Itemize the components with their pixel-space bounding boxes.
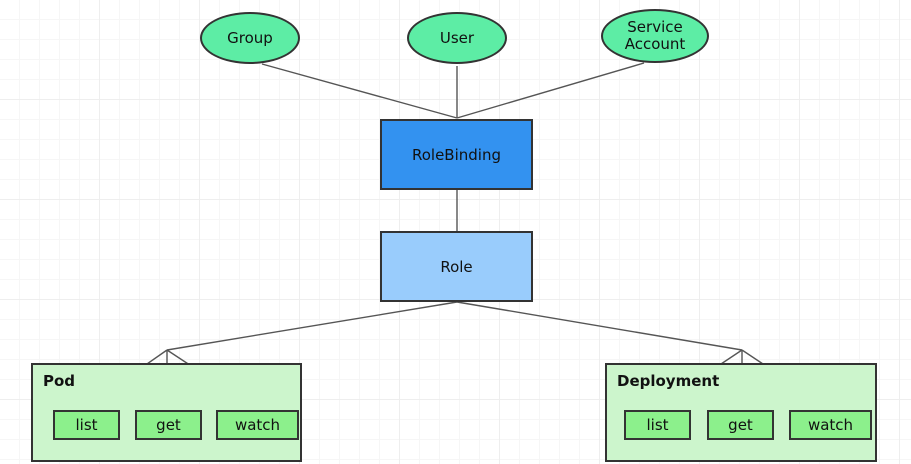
resource-group-deployment-title: Deployment	[617, 372, 720, 390]
verb-deployment-list[interactable]: list	[624, 410, 691, 440]
verb-pod-list-label: list	[75, 416, 98, 434]
resource-group-pod[interactable]: Pod list get watch	[31, 363, 302, 462]
node-rolebinding-label: RoleBinding	[411, 145, 501, 164]
verb-deployment-watch[interactable]: watch	[789, 410, 872, 440]
edge-serviceaccount-to-rolebinding	[456, 62, 645, 119]
verb-deployment-list-label: list	[646, 416, 669, 434]
node-user[interactable]: User	[407, 12, 507, 64]
node-group[interactable]: Group	[200, 12, 300, 64]
resource-group-pod-title: Pod	[43, 372, 76, 390]
resource-group-deployment[interactable]: Deployment list get watch	[605, 363, 877, 462]
verb-pod-watch-label: watch	[234, 416, 281, 434]
edge-role-to-deployment	[456, 301, 743, 351]
node-service-account[interactable]: Service Account	[601, 9, 709, 63]
edge-role-to-pod	[166, 301, 458, 351]
verb-deployment-get[interactable]: get	[707, 410, 774, 440]
verb-pod-get-label: get	[156, 416, 181, 434]
verb-pod-watch[interactable]: watch	[216, 410, 299, 440]
node-group-label: Group	[227, 28, 273, 47]
verb-pod-get[interactable]: get	[135, 410, 202, 440]
node-rolebinding[interactable]: RoleBinding	[380, 119, 533, 190]
node-role[interactable]: Role	[380, 231, 533, 302]
verb-deployment-get-label: get	[728, 416, 753, 434]
node-role-label: Role	[440, 257, 473, 276]
node-user-label: User	[439, 28, 475, 47]
verb-pod-list[interactable]: list	[53, 410, 120, 440]
edge-group-to-rolebinding	[261, 63, 458, 119]
node-service-account-label: Service Account	[624, 18, 686, 53]
verb-deployment-watch-label: watch	[807, 416, 854, 434]
